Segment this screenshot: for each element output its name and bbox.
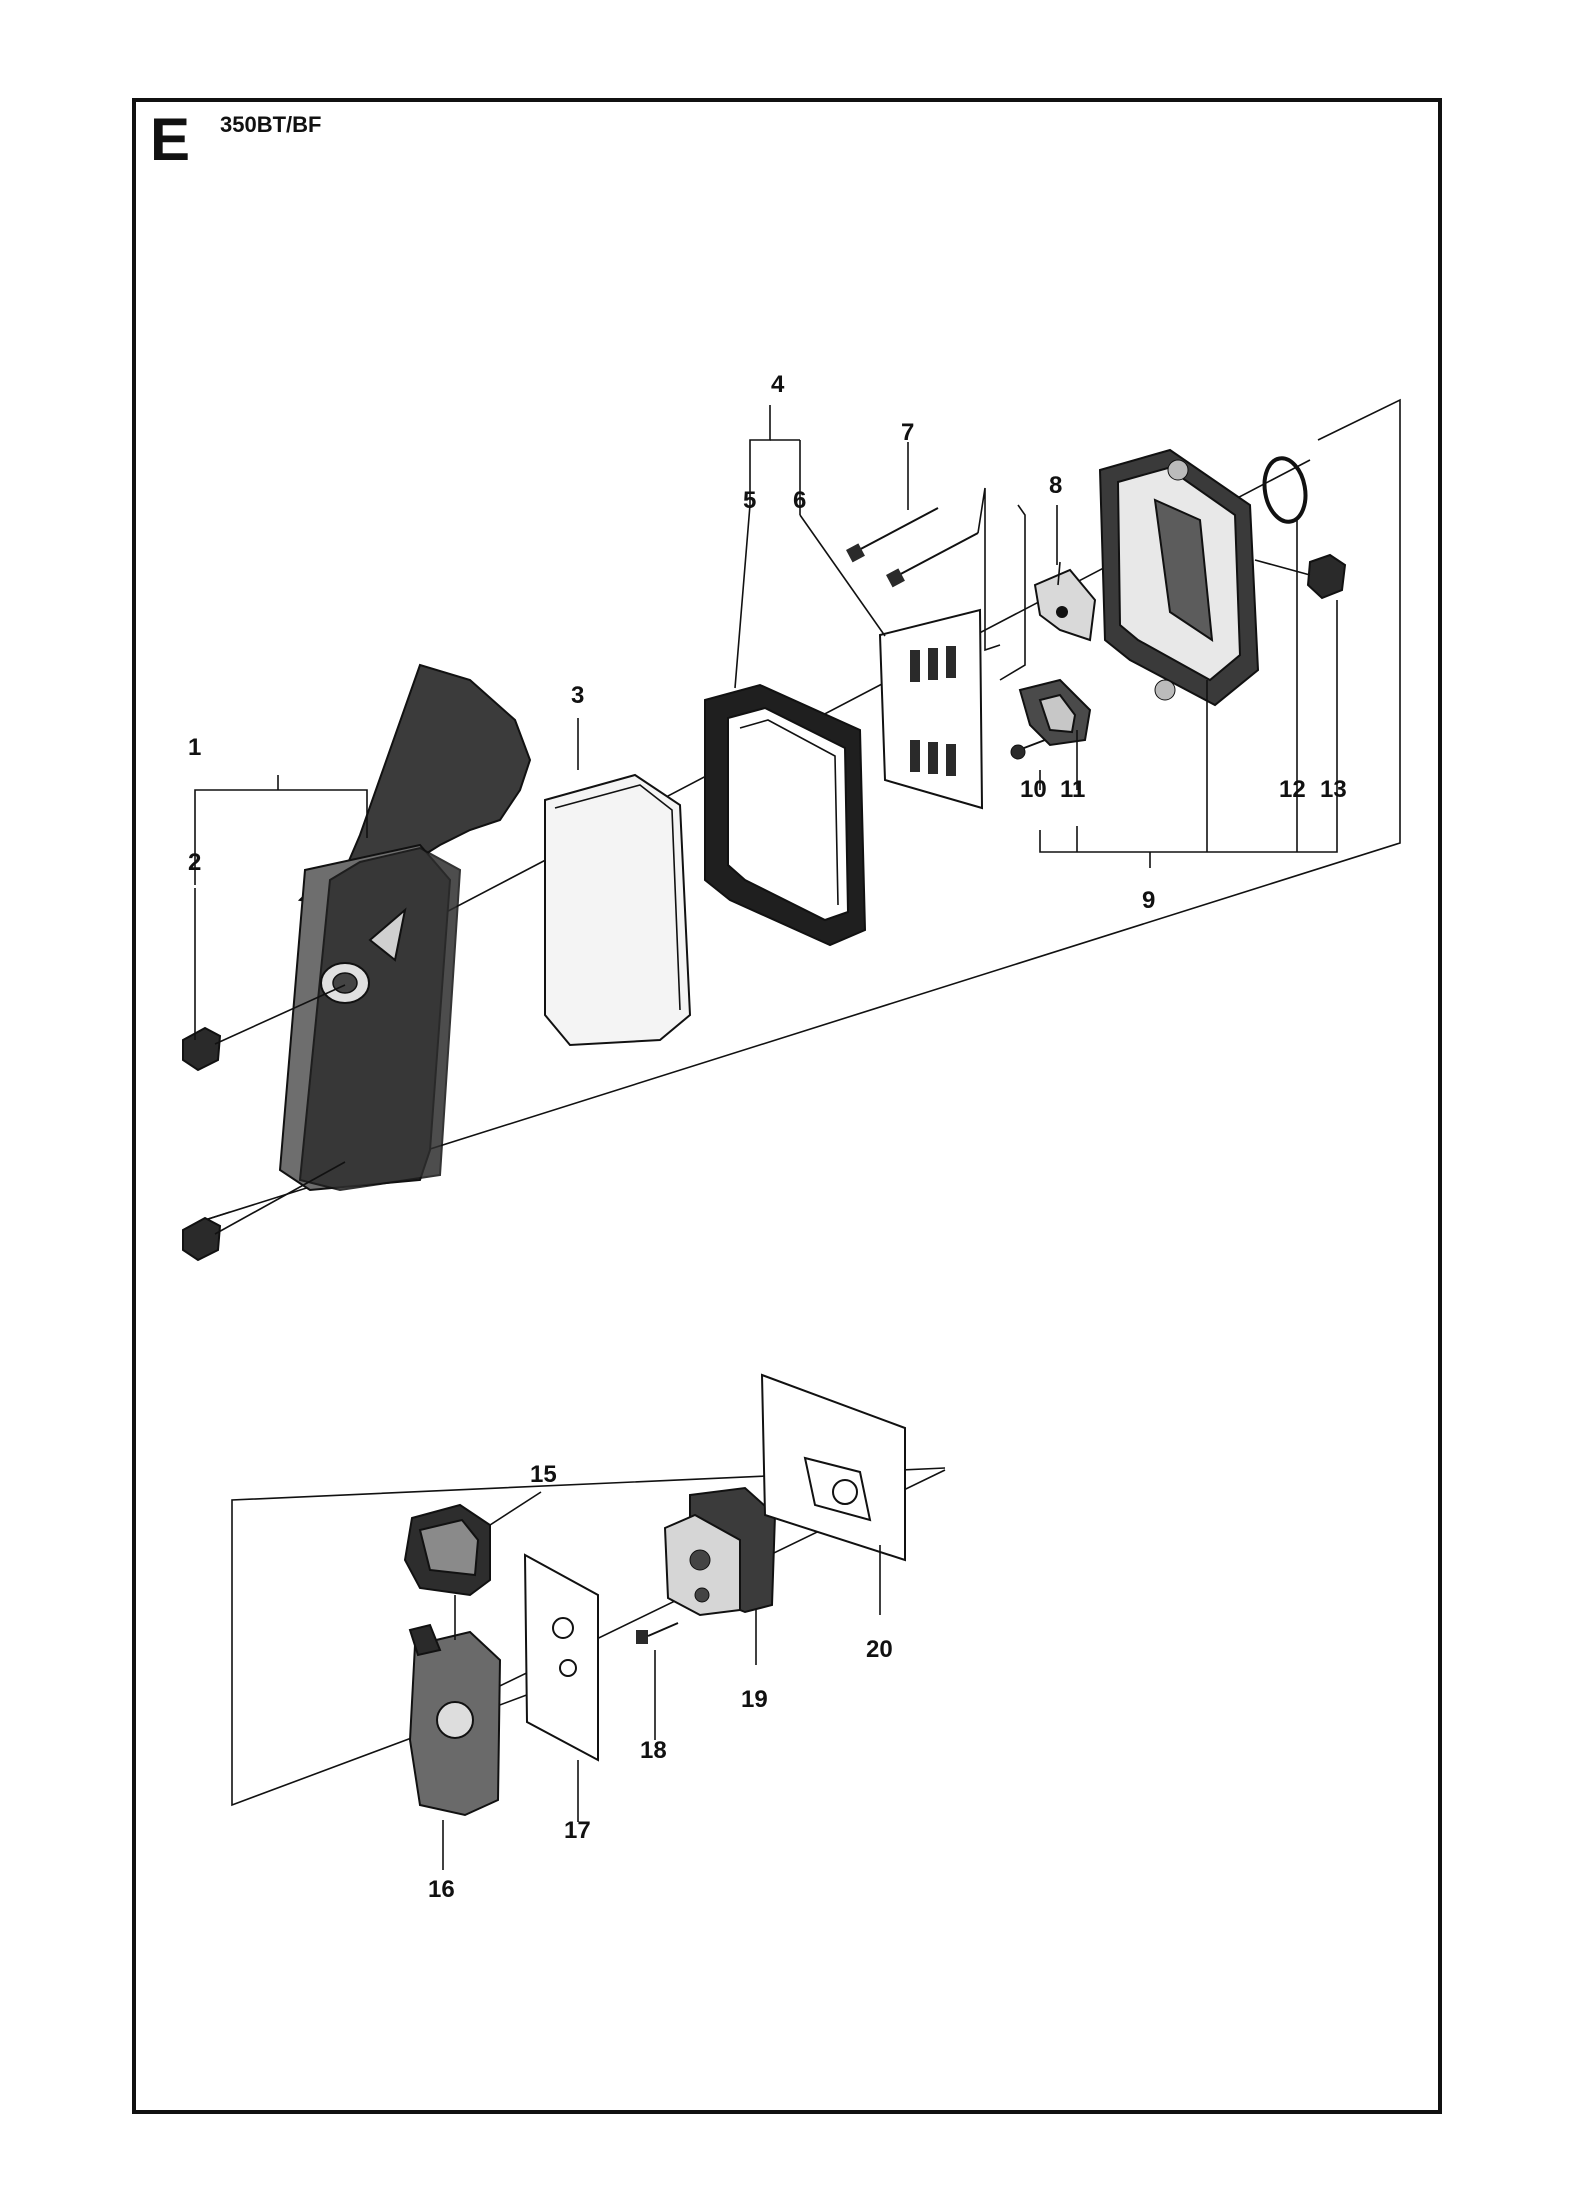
upper-assembly-outline: [204, 398, 1401, 1221]
part-screw-10: [1010, 739, 1046, 760]
callout-19: 19: [741, 1686, 768, 1713]
callout-12: 12: [1279, 776, 1306, 803]
part-air-filter-housing: [1098, 448, 1260, 707]
callout-5: 5: [743, 487, 756, 514]
callout-18: 18: [640, 1737, 667, 1764]
callout-7: 7: [901, 419, 914, 446]
callout-16: 16: [428, 1876, 455, 1903]
lower-assembly-outline: [231, 1467, 946, 1807]
callout-6: 6: [793, 487, 806, 514]
section-letter: E: [150, 106, 191, 173]
leader-lines: [194, 405, 1338, 1870]
part-carburetor: [408, 1595, 502, 1817]
part-cover-knob-bottom: [182, 1161, 346, 1262]
model-label: 350BT/BF: [220, 112, 322, 137]
upper-assembly-line: [204, 1211, 231, 1221]
callout-1: 1: [188, 734, 201, 761]
callout-3: 3: [571, 682, 584, 709]
callout-10: 10: [1020, 776, 1047, 803]
part-filter-frame: [704, 683, 867, 947]
callout-20: 20: [866, 1636, 893, 1663]
part-o-ring: [1262, 456, 1308, 524]
part-knob-13: [1254, 553, 1347, 600]
part-gasket-20: [760, 1373, 906, 1562]
callout-4: 4: [771, 371, 785, 398]
callout-17: 17: [564, 1817, 591, 1844]
part-screws-7: [846, 487, 1026, 681]
part-choke-plate: [1033, 561, 1097, 642]
callout-11: 11: [1060, 776, 1085, 803]
callout-13: 13: [1320, 776, 1347, 803]
part-air-filter-cover: [278, 663, 532, 1192]
part-gasket-17: [523, 1553, 599, 1762]
part-foam-filter: [544, 773, 692, 1047]
part-filter-plate: [878, 608, 984, 810]
part-intake-manifold: [663, 1486, 777, 1617]
part-bracket-11: [1018, 678, 1092, 747]
callout-2: 2: [188, 849, 201, 876]
callout-8: 8: [1049, 472, 1062, 499]
part-screw-18: [636, 1622, 679, 1644]
callout-15: 15: [530, 1461, 557, 1488]
page-frame: [132, 98, 1442, 2114]
part-cover-knob-top: [182, 984, 346, 1072]
part-carburetor-cover: [403, 1503, 491, 1597]
callout-9: 9: [1142, 887, 1155, 914]
